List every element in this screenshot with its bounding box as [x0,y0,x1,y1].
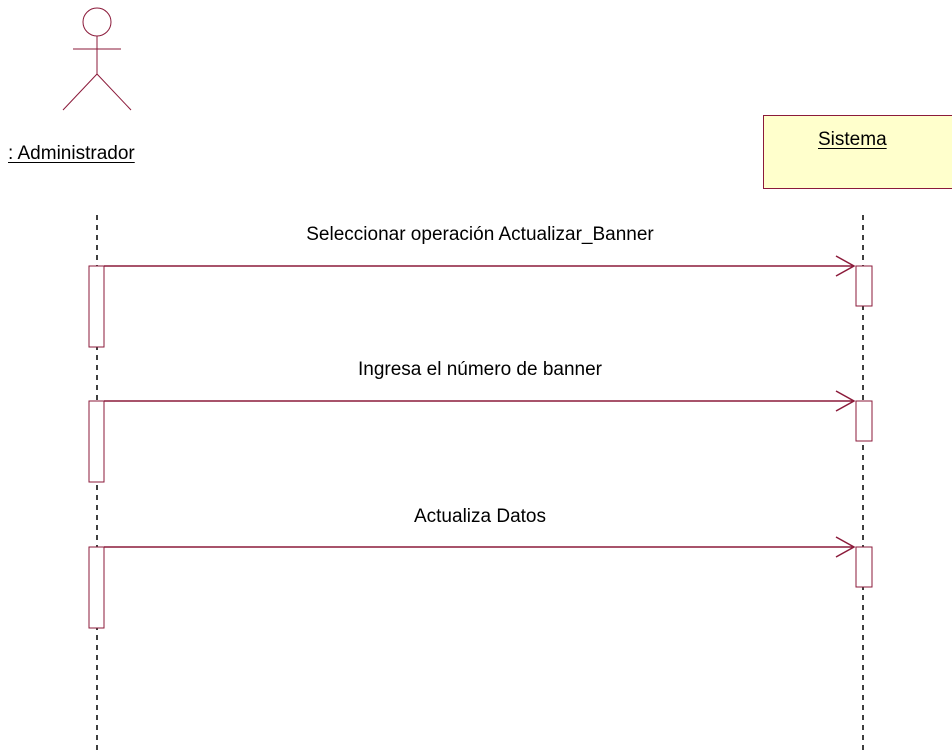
message-label: Actualiza Datos [413,506,546,527]
message-label: Ingresa el número de banner [358,359,602,380]
actor-stick-figure-icon [62,7,132,111]
message-arrow [104,255,856,277]
actor-activation-bar [88,265,105,348]
message-arrow [104,536,856,558]
message-arrow [104,390,856,412]
object-box: Sistema [763,115,952,189]
actor-right-leg [96,73,132,111]
actor-left-leg [62,73,98,111]
object-activation-bar [855,400,873,442]
actor-name-label: : Administrador [8,143,135,164]
object-activation-bar [855,546,873,588]
object-activation-bar [855,265,873,307]
actor-head [82,7,112,37]
actor-activation-bar [88,400,105,483]
message-label: Seleccionar operación Actualizar_Banner [306,224,654,245]
object-name-label: Sistema [818,129,887,150]
actor-activation-bar [88,546,105,629]
